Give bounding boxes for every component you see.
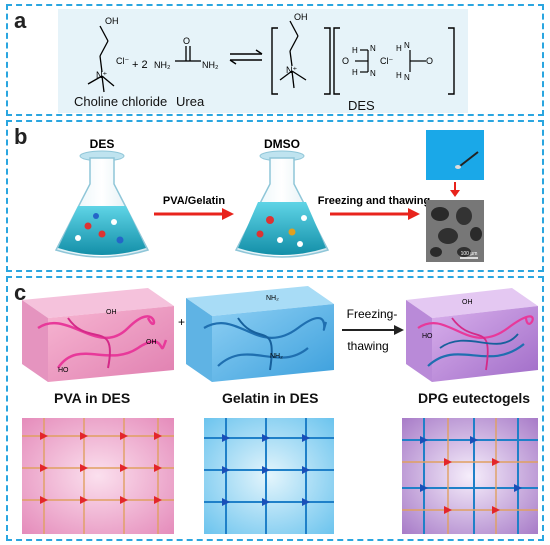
down-arrow xyxy=(450,182,460,197)
sem-image xyxy=(426,200,484,262)
choline-n-text: N⁺ xyxy=(96,70,107,80)
pva-oh-text: OH xyxy=(106,309,117,316)
pva-box xyxy=(22,288,174,382)
des-urea-left-n1: N xyxy=(370,44,376,53)
des-label: DES xyxy=(348,98,375,113)
dpg-oh-text: OH xyxy=(462,299,473,306)
des-cl-text: Cl⁻ xyxy=(380,56,393,66)
des-choline-structure xyxy=(279,20,307,89)
bracket-2 xyxy=(333,27,455,95)
urea-nh2-left-text: NH₂ xyxy=(154,60,171,70)
gelatin-nh2-text: NH₂ xyxy=(266,295,279,302)
pva-network-grid xyxy=(22,418,174,534)
des-urea-right-h2: H xyxy=(396,71,402,80)
gelatin-label: Gelatin in DES xyxy=(222,390,319,406)
arrow-1-label: PVA/Gelatin xyxy=(163,195,225,207)
coefficient-text: + 2 xyxy=(132,59,148,71)
urea-label: Urea xyxy=(176,94,205,109)
arrow-2-label: Freezing and thawing xyxy=(318,195,430,207)
des-urea-right-n1: N xyxy=(404,41,410,50)
arrow-2 xyxy=(330,208,420,220)
des-oh-text: OH xyxy=(294,12,308,22)
flask-1-label: DES xyxy=(90,137,115,151)
flask-1 xyxy=(54,150,150,258)
des-urea-right-h1: H xyxy=(396,44,402,53)
choline-chloride-structure xyxy=(87,25,115,93)
des-urea-left-o: O xyxy=(342,56,349,66)
plus-sign: + xyxy=(178,315,185,329)
process-scheme: DES PVA/Gelatin DMSO Freezing and thawin… xyxy=(54,130,484,262)
pva-label: PVA in DES xyxy=(54,390,131,406)
gel-photo xyxy=(426,130,484,180)
arrow-1 xyxy=(154,208,234,220)
choline-chloride-label: Choline chloride xyxy=(74,94,168,109)
des-urea-right-n2: N xyxy=(404,73,410,82)
choline-oh-text: OH xyxy=(105,16,119,26)
panel-a: a OH N⁺ Cl⁻ + 2 O NH₂ NH₂ xyxy=(6,4,544,116)
network-scheme: OH OH HO + NH₂ NH₂ Freezing- thawing xyxy=(22,286,538,534)
freezing-label: Freezing- xyxy=(347,307,398,321)
panel-c: c xyxy=(6,276,544,541)
des-urea-left-n2: N xyxy=(370,69,376,78)
gelatin-box xyxy=(186,286,334,382)
des-urea-right-o: O xyxy=(426,56,433,66)
des-n-text: N⁺ xyxy=(286,65,297,75)
gelatin-nh2-text-2: NH₂ xyxy=(270,353,283,360)
panel-b: b DES xyxy=(6,120,544,272)
des-urea-left-h1: H xyxy=(352,46,358,55)
bracket-1 xyxy=(271,27,331,95)
dpg-label: DPG eutectogels xyxy=(418,390,531,406)
pva-oh-text-2: OH xyxy=(146,339,157,346)
dpg-network-grid xyxy=(402,418,538,534)
des-urea-right xyxy=(409,50,426,72)
urea-o-text: O xyxy=(183,36,190,46)
flask-2 xyxy=(234,150,330,258)
des-urea-left-h2: H xyxy=(352,68,358,77)
pva-ho-text: HO xyxy=(58,367,69,374)
panel-a-letter: a xyxy=(14,8,27,33)
reaction-background xyxy=(58,9,468,113)
choline-cl-text: Cl⁻ xyxy=(116,56,129,66)
panel-c-letter: c xyxy=(14,280,27,305)
equilibrium-arrows xyxy=(229,49,263,65)
dpg-box xyxy=(406,288,538,382)
thawing-label: thawing xyxy=(347,339,388,353)
panel-b-letter: b xyxy=(14,124,28,149)
urea-nh2-right-text: NH₂ xyxy=(202,60,219,70)
reaction-scheme: OH N⁺ Cl⁻ + 2 O NH₂ NH₂ xyxy=(87,12,455,95)
freezing-thawing-arrow xyxy=(342,325,404,335)
gelatin-network-grid xyxy=(204,418,334,534)
des-urea-left xyxy=(355,49,369,73)
scale-bar-label: 100 μm xyxy=(461,251,478,257)
urea-structure xyxy=(175,46,201,62)
flask-2-label: DMSO xyxy=(264,137,300,151)
dpg-ho-text: HO xyxy=(422,333,433,340)
